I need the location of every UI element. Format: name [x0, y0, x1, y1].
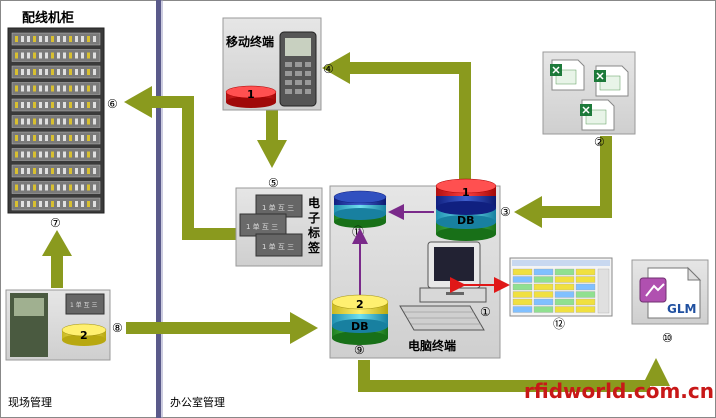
arrow-tags-to-cabinet-v — [182, 96, 194, 240]
glm-app-icon — [639, 277, 667, 303]
stack-number: ⑪ — [352, 225, 364, 239]
arrow-mobile-to-tags-v — [266, 110, 278, 142]
arrow-field-to-db-h — [126, 322, 292, 334]
cabinet-racks — [11, 32, 101, 211]
field-disk-label: 2 — [80, 329, 88, 342]
arrow-db-to-glm-h — [358, 380, 650, 392]
arrow-field-to-cabinet-head — [42, 230, 72, 256]
tags-title-char-4: 签 — [307, 240, 321, 255]
tags-number: ⑤ — [268, 176, 279, 190]
mobile-disk-label: 1 — [247, 88, 255, 101]
field-number-up: ⑦ — [50, 216, 61, 230]
tags-title-char-1: 电 — [308, 195, 320, 210]
tag-text-3: 1 单 互 三 — [262, 242, 294, 251]
tag-icons: 1 单 互 三 1 单 互 三 1 单 互 三 — [239, 194, 303, 257]
mobile-node: 移动终端 1 ④ — [222, 17, 334, 111]
tags-title-char-3: 标 — [307, 225, 320, 240]
excel-icon — [580, 99, 615, 131]
excel-file-icons — [550, 59, 629, 131]
arrow-db-to-glm-head — [642, 358, 670, 386]
arrow-tags-to-cabinet-h2 — [148, 96, 194, 108]
tags-title-char-2: 子 — [308, 211, 320, 225]
arrow-tags-to-cabinet-h1 — [182, 228, 238, 240]
glm-node: GLM ⑩ — [631, 259, 709, 345]
db2-number: ⑨ — [354, 343, 365, 357]
db2-top-label: 2 — [356, 298, 364, 311]
field-tag-text: 1 单 互 三 — [70, 301, 98, 309]
zone-right-label: 办公室管理 — [170, 395, 225, 409]
arrow-excel-to-db-h — [540, 206, 612, 218]
arrow-db-to-mobile-head — [322, 52, 350, 84]
mobile-red-disk-icon — [225, 85, 277, 108]
excel-node: ② — [542, 51, 636, 149]
field-yellow-disk-icon — [61, 323, 107, 346]
screen-node: ⑫ — [509, 257, 613, 331]
arrow-field-to-cabinet-v — [51, 254, 63, 288]
glm-number: ⑩ — [662, 331, 673, 345]
field-number-right: ⑧ — [112, 321, 123, 335]
db2-icon — [331, 294, 389, 345]
computer-number: ① — [480, 305, 491, 319]
db1-icon — [435, 178, 497, 241]
tags-node: 1 单 互 三 1 单 互 三 1 单 互 三 电 子 标 签 ⑤ — [235, 176, 323, 267]
excel-icon — [550, 59, 585, 91]
field-tag-icon — [65, 293, 105, 315]
mobile-title: 移动终端 — [226, 34, 274, 49]
arrow-tags-to-cabinet-head — [124, 86, 152, 118]
glm-label: GLM — [667, 302, 696, 316]
stack-disk-icon — [333, 190, 387, 228]
mobile-number: ④ — [323, 62, 334, 76]
cabinet-number: ⑥ — [107, 97, 118, 111]
db2-label: DB — [351, 320, 369, 333]
screen-number: ⑫ — [553, 317, 565, 331]
tag-text-1: 1 单 互 三 — [262, 203, 294, 212]
computer-title: 电脑终端 — [408, 338, 456, 353]
db1-top-label: 1 — [462, 186, 470, 199]
app-screenshot-cells — [512, 260, 610, 314]
tag-text-2: 1 单 互 三 — [246, 222, 278, 231]
arrow-excel-to-db-v — [600, 136, 612, 218]
arrow-db-to-mobile-v — [459, 66, 471, 186]
watermark: rfidworld.com.cn — [524, 379, 714, 403]
arrow-mobile-to-tags-head — [257, 140, 287, 168]
cabinet-title: 配线机柜 — [22, 10, 74, 26]
arrow-field-to-db-head — [290, 312, 318, 344]
db1-label: DB — [457, 214, 475, 227]
zone-divider — [156, 0, 161, 418]
arrow-db-to-mobile-h — [346, 62, 471, 74]
excel-number: ② — [594, 135, 605, 149]
db1-number: ③ — [500, 205, 511, 219]
flow-arrows — [42, 52, 670, 392]
excel-icon — [594, 65, 629, 97]
computer-node: ⑪ 1 DB ③ 2 DB ⑨ — [329, 178, 511, 359]
arrow-excel-to-db-head — [514, 196, 542, 228]
field-node: 1 单 互 三 2 ⑦ ⑧ — [5, 216, 123, 361]
zone-left-label: 现场管理 — [8, 395, 52, 409]
cabinet-node: 配线机柜 ⑥ — [7, 10, 118, 214]
